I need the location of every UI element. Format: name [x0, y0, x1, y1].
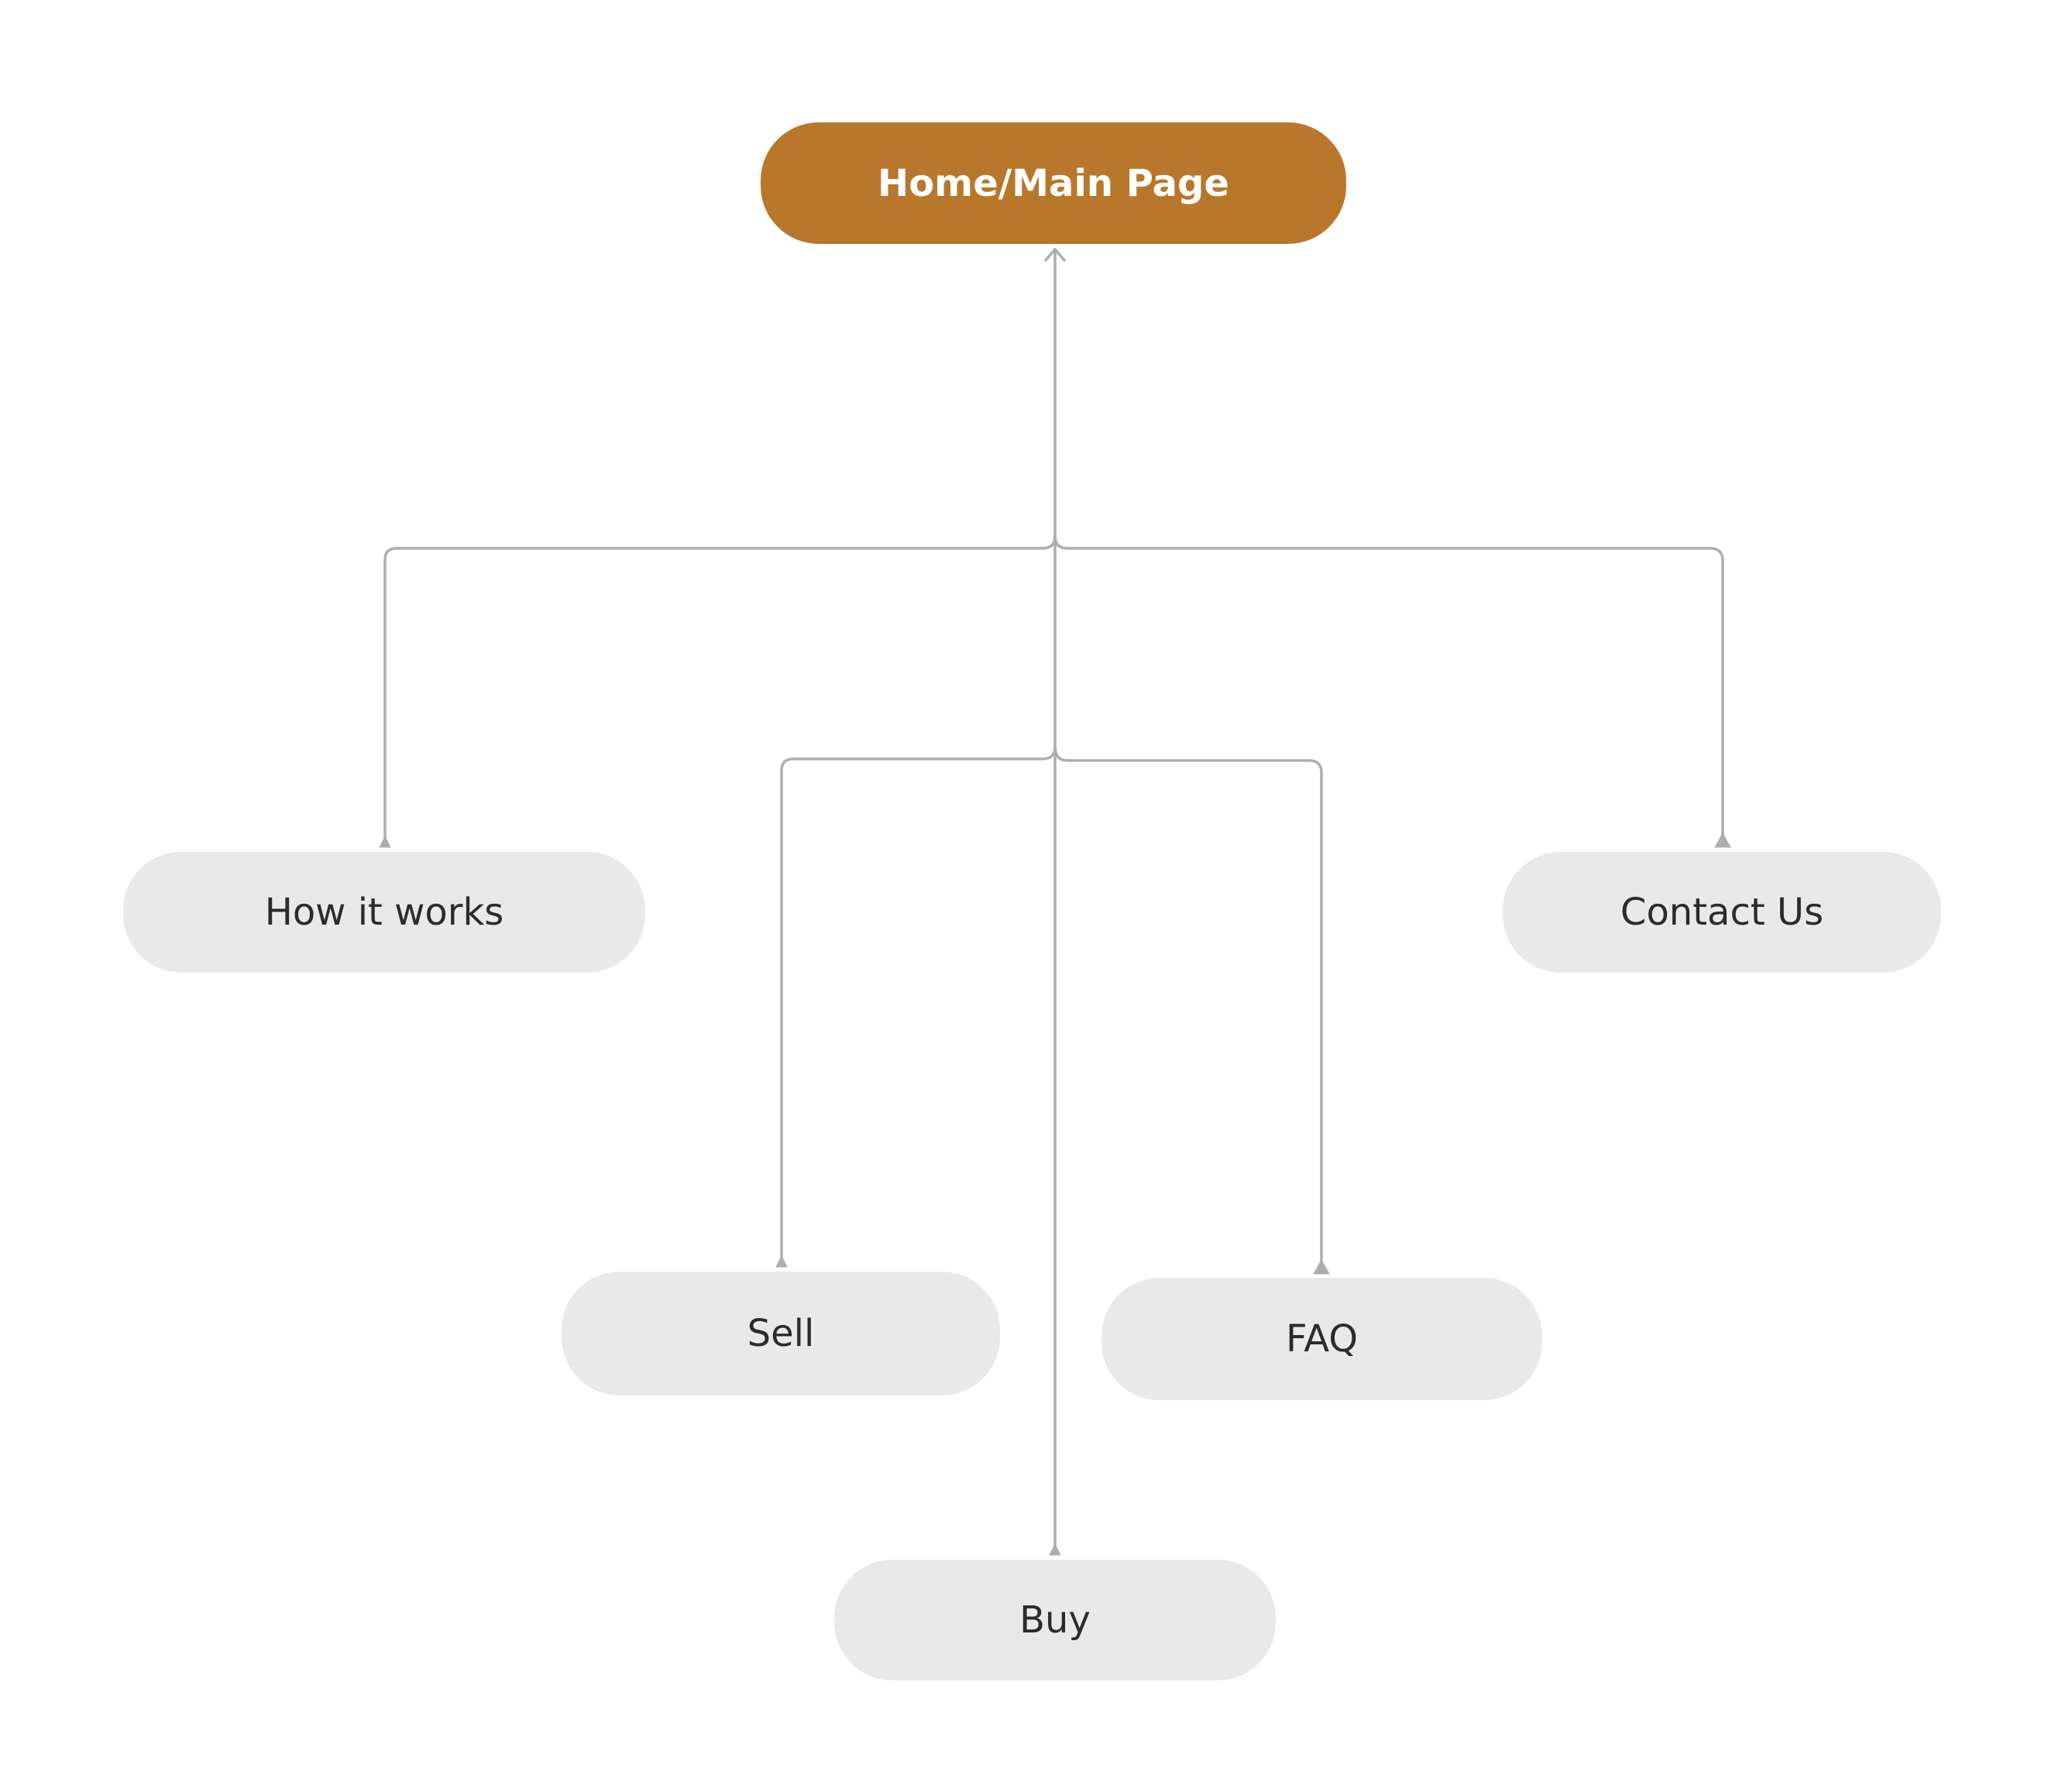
sell-label: Sell	[747, 1312, 815, 1355]
arrowhead-sell	[775, 1255, 788, 1268]
home-main-page-node[interactable]: Home/Main Page	[761, 122, 1346, 244]
connector-faq	[1053, 745, 1323, 1267]
connector-sell	[780, 745, 1057, 1262]
faq-label: FAQ	[1286, 1317, 1358, 1361]
arrow-into-home	[1044, 248, 1066, 262]
connector-how-it-works	[383, 534, 1057, 842]
faq-node[interactable]: FAQ	[1101, 1278, 1542, 1400]
buy-node[interactable]: Buy	[834, 1560, 1276, 1680]
how-it-works-node[interactable]: How it works	[123, 852, 645, 973]
sell-node[interactable]: Sell	[562, 1272, 1000, 1395]
how-it-works-label: How it works	[264, 891, 504, 934]
arrowhead-buy	[1049, 1543, 1061, 1556]
connector-contact-us	[1053, 534, 1724, 842]
home-main-page-label: Home/Main Page	[878, 161, 1229, 205]
arrowhead-how-it-works	[379, 835, 391, 848]
buy-label: Buy	[1019, 1598, 1091, 1642]
contact-us-label: Contact Us	[1620, 891, 1824, 934]
contact-us-node[interactable]: Contact Us	[1503, 852, 1941, 973]
arrowhead-contact-us	[1714, 832, 1731, 848]
arrowhead-faq	[1313, 1258, 1330, 1275]
